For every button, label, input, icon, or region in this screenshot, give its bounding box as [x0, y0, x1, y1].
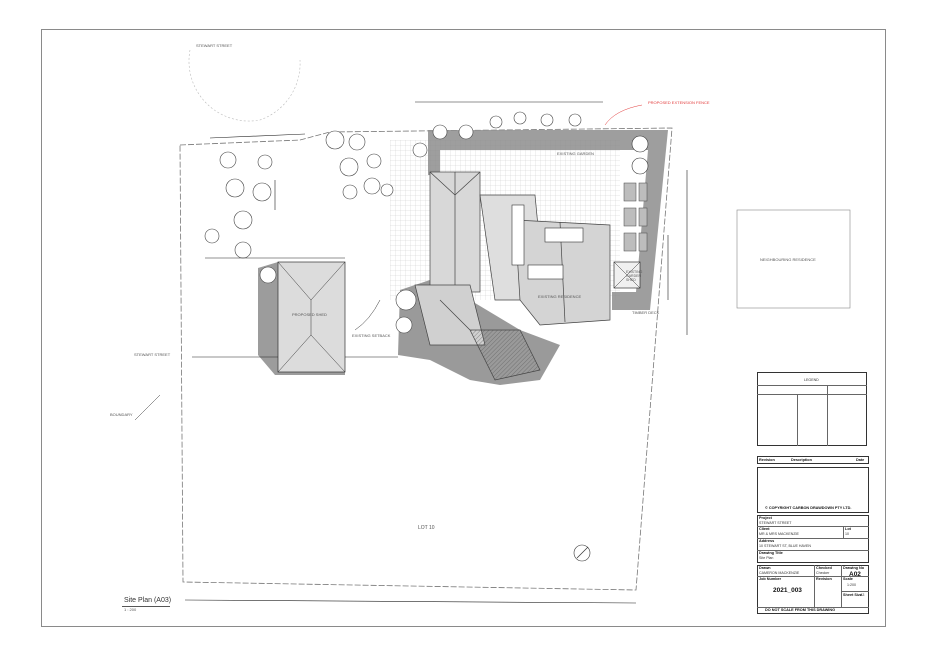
sheet-size-label: Sheet Size	[843, 593, 862, 597]
client-label: Client	[759, 527, 770, 531]
drawing-no-value: A02	[849, 571, 861, 578]
view-title: Site Plan (A03)	[124, 597, 172, 604]
project-label: Project	[759, 516, 772, 520]
client-value: MR & MRS MACKENZIE	[759, 532, 799, 536]
checked-value: Checker	[816, 571, 830, 575]
garden-shed-label: EXISTING GARDEN SHED	[626, 270, 643, 282]
job-number-label: Job Number	[759, 577, 782, 581]
view-title-underline	[122, 606, 170, 607]
street-label-top: STEWART STREET	[196, 43, 233, 48]
proposed-shed-label: PROPOSED SHED	[292, 312, 327, 317]
extension-note: PROPOSED EXTENSION FENCE	[648, 100, 710, 105]
water-tank	[631, 157, 649, 175]
lot-value: 10	[845, 532, 849, 536]
water-tank	[631, 135, 649, 153]
timber-deck-label: TIMBER DECK	[632, 310, 660, 315]
scale-value: 1:200	[847, 583, 856, 587]
revision-header	[757, 456, 869, 464]
company-box	[757, 467, 869, 513]
street-curve	[188, 49, 301, 122]
drawing-title-value: Site Plan	[759, 556, 774, 560]
site-boundary	[179, 127, 673, 591]
extension-leader	[604, 104, 643, 126]
date-col: Date	[856, 458, 865, 462]
neighbouring-residence	[736, 209, 851, 309]
project-box	[757, 515, 869, 563]
drawing-info-box	[757, 565, 869, 614]
scale-label: Scale	[843, 577, 853, 581]
job-number-value: 2021_003	[773, 587, 802, 594]
address-label: Address	[759, 539, 775, 543]
existing-residence-roof	[414, 171, 611, 381]
footer-note: DO NOT SCALE FROM THIS DRAWING	[765, 608, 836, 612]
view-scale: 1 : 200	[124, 607, 137, 612]
description-col: Description	[791, 458, 812, 462]
existing-residence-label: EXISTING RESIDENCE	[538, 294, 582, 299]
setback-note: EXISTING SETBACK	[352, 333, 391, 338]
legend-box	[757, 372, 867, 446]
neighbouring-residence-label: NEIGHBOURING RESIDENCE	[760, 257, 816, 262]
street-label-side: STEWART STREET	[134, 352, 171, 357]
legend-title: LEGEND	[804, 378, 819, 382]
boundary-note: BOUNDARY	[110, 412, 133, 417]
copyright: © COPYRIGHT CARBON DRAWDOWN PTY LTD.	[765, 506, 852, 510]
title-block: LEGEND Revision Description Date © COPYR…	[757, 372, 869, 614]
address-value: 10 STEWART ST, BLUE HAVEN	[759, 544, 811, 548]
proposed-shed-roof	[277, 261, 346, 373]
drawing-title-label: Drawing Title	[759, 551, 783, 555]
revision-label: Revision	[816, 577, 832, 581]
sheet-size-value: A3	[860, 593, 865, 597]
project-value: STEWART STREET	[759, 521, 792, 525]
brick-detail	[511, 204, 584, 280]
drawing-no-label: Drawing No	[843, 566, 865, 570]
revision-col: Revision	[759, 458, 775, 462]
setback-leader	[354, 299, 381, 331]
raised-beds	[623, 182, 648, 252]
garden-label: EXISTING GARDEN	[557, 151, 594, 156]
lot-label-tb: Lot	[845, 527, 851, 531]
drawn-label: Drawn	[759, 566, 771, 570]
drawn-value: CAMERON MACKENZIE	[759, 571, 800, 575]
boundary-leader	[134, 394, 161, 421]
trees	[204, 111, 582, 334]
checked-label: Checked	[816, 566, 832, 570]
dimension-lines	[184, 101, 688, 604]
lot-label: LOT 10	[418, 525, 435, 531]
